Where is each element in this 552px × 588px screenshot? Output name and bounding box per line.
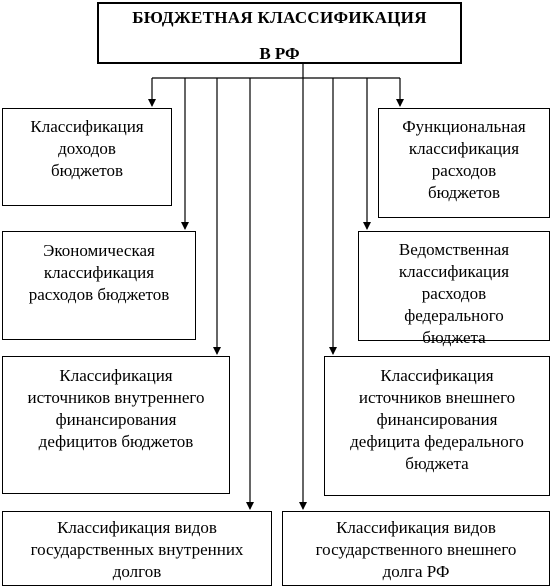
node-income-classification: Классификация доходов бюджетов <box>2 108 172 206</box>
node-external-financing-classification: Классификация источников внешнего финанс… <box>324 356 550 496</box>
node-functional-classification: Функциональная классификация расходов бю… <box>378 108 550 218</box>
node-economic-classification: Экономическая классификация расходов бюд… <box>2 231 196 340</box>
node-departmental-label: Ведомственная классификация расходов фед… <box>398 240 510 347</box>
node-internal-financing-classification: Классификация источников внутреннего фин… <box>2 356 230 494</box>
node-external-debt-classification: Классификация видов государственного вне… <box>282 511 550 586</box>
node-internal-debt-label: Классификация видов государственных внут… <box>30 518 244 581</box>
node-income-label: Классификация доходов бюджетов <box>30 117 144 180</box>
node-functional-label: Функциональная классификация расходов бю… <box>402 117 526 202</box>
node-external-financing-label: Классификация источников внешнего финанс… <box>350 366 524 473</box>
node-external-debt-label: Классификация видов государственного вне… <box>315 518 517 581</box>
root-title-line2: В РФ <box>259 44 300 63</box>
node-economic-label: Экономическая классификация расходов бюд… <box>28 241 170 304</box>
root-title-line1: БЮДЖЕТНАЯ КЛАССИФИКАЦИЯ <box>132 8 427 27</box>
root-node-box: БЮДЖЕТНАЯ КЛАССИФИКАЦИЯ В РФ <box>97 2 462 64</box>
node-departmental-classification: Ведомственная классификация расходов фед… <box>358 231 550 347</box>
node-internal-debt-classification: Классификация видов государственных внут… <box>2 511 272 586</box>
node-internal-financing-label: Классификация источников внутреннего фин… <box>27 366 205 451</box>
